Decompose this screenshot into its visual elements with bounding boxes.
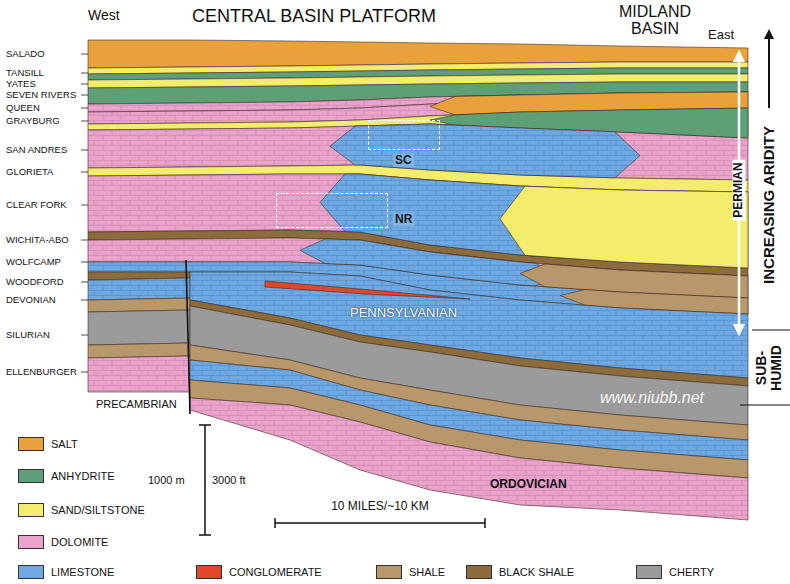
region-label: MIDLAND BASIN — [610, 4, 700, 38]
legend-text: SAND/SILTSTONE — [51, 504, 145, 516]
rock-layer — [88, 310, 190, 345]
formation-label: GLORIETA — [6, 167, 53, 177]
rock-layers — [88, 40, 748, 520]
legend-text: BLACK SHALE — [499, 566, 574, 578]
watermark: www.niubb.net — [600, 389, 704, 407]
area-label: SC — [393, 154, 414, 167]
legend-swatch — [466, 565, 492, 579]
formation-tick — [81, 372, 88, 373]
region-label: CENTRAL BASIN PLATFORM — [192, 7, 436, 27]
facies-body — [500, 186, 748, 268]
formation-tick — [81, 73, 88, 74]
formation-label: WICHITA-ABO — [6, 235, 69, 245]
rock-layer — [88, 278, 190, 300]
aridity-arrow — [768, 34, 770, 108]
formation-tick — [81, 262, 88, 263]
climate-label: INCREASING ARIDITY — [761, 126, 778, 284]
formation-label: SILURIAN — [6, 330, 50, 340]
fault-line — [186, 260, 190, 414]
scale-tick — [199, 534, 211, 536]
formation-tick — [81, 108, 88, 109]
study-area-box: SC — [368, 120, 440, 150]
direction-label: West — [88, 8, 120, 23]
formation-label: SALADO — [6, 49, 45, 59]
formation-label: SAN ANDRES — [6, 145, 67, 155]
legend-swatch — [18, 469, 44, 483]
climate-label: SUB- HUMID — [754, 338, 783, 398]
legend-swatch — [18, 535, 44, 549]
rock-layer — [88, 343, 190, 358]
formation-label: YATES — [6, 79, 36, 89]
conglomerate-lens — [265, 281, 470, 299]
rock-layer — [88, 298, 190, 312]
formation-label: SEVEN RIVERS — [6, 90, 76, 100]
area-label: NR — [393, 213, 414, 226]
legend-text: CONGLOMERATE — [229, 566, 322, 578]
legend-text: CHERTY — [669, 566, 714, 578]
horizontal-scale-bar — [275, 522, 485, 524]
period-tick — [752, 329, 790, 330]
rock-layer — [88, 356, 190, 392]
formation-ticks — [81, 54, 88, 372]
formation-tick — [81, 300, 88, 301]
period-label: PERMIAN — [732, 159, 745, 220]
period-tick — [740, 404, 790, 405]
rock-layer — [190, 398, 748, 520]
formation-tick — [81, 172, 88, 173]
unit-label: PENNSYLVANIAN — [350, 306, 457, 320]
formation-tick — [81, 95, 88, 96]
formation-label: QUEEN — [6, 103, 40, 113]
legend-swatch — [18, 565, 44, 579]
scale-tick — [274, 518, 276, 528]
formation-label: ELLENBURGER — [6, 367, 77, 377]
legend-text: LIMESTONE — [51, 566, 114, 578]
legend-text: ANHYDRITE — [51, 470, 115, 482]
formation-tick — [81, 84, 88, 85]
study-area-box: NR — [276, 193, 388, 228]
formation-tick — [81, 121, 88, 122]
formation-label: WOLFCAMP — [6, 257, 61, 267]
scale-label: 3000 ft — [212, 474, 246, 486]
formation-label: GRAYBURG — [6, 116, 60, 126]
legend-swatch — [376, 565, 402, 579]
legend-swatch — [18, 503, 44, 517]
legend-text: DOLOMITE — [51, 536, 108, 548]
formation-tick — [81, 54, 88, 55]
formation-tick — [81, 240, 88, 241]
direction-label: East — [708, 28, 734, 42]
scale-tick — [484, 518, 486, 528]
unit-label: PRECAMBRIAN — [96, 398, 177, 410]
facies-body — [330, 124, 640, 178]
scale-label: 10 MILES/~10 KM — [331, 500, 429, 513]
legend-text: SALT — [51, 438, 78, 450]
unit-label: ORDOVICIAN — [490, 478, 567, 491]
formation-tick — [81, 205, 88, 206]
formation-tick — [81, 335, 88, 336]
formation-label: WOODFORD — [6, 277, 64, 287]
formation-label: CLEAR FORK — [6, 200, 67, 210]
legend-swatch — [18, 437, 44, 451]
legend-swatch — [196, 565, 222, 579]
legend-text: SHALE — [409, 566, 445, 578]
formation-tick — [81, 150, 88, 151]
formation-label: TANSILL — [6, 68, 44, 78]
legend-swatch — [636, 565, 662, 579]
scale-tick — [199, 424, 211, 426]
vertical-scale-bar — [204, 425, 206, 535]
formation-tick — [81, 282, 88, 283]
scale-label: 1000 m — [148, 474, 185, 486]
formation-label: DEVONIAN — [6, 295, 56, 305]
